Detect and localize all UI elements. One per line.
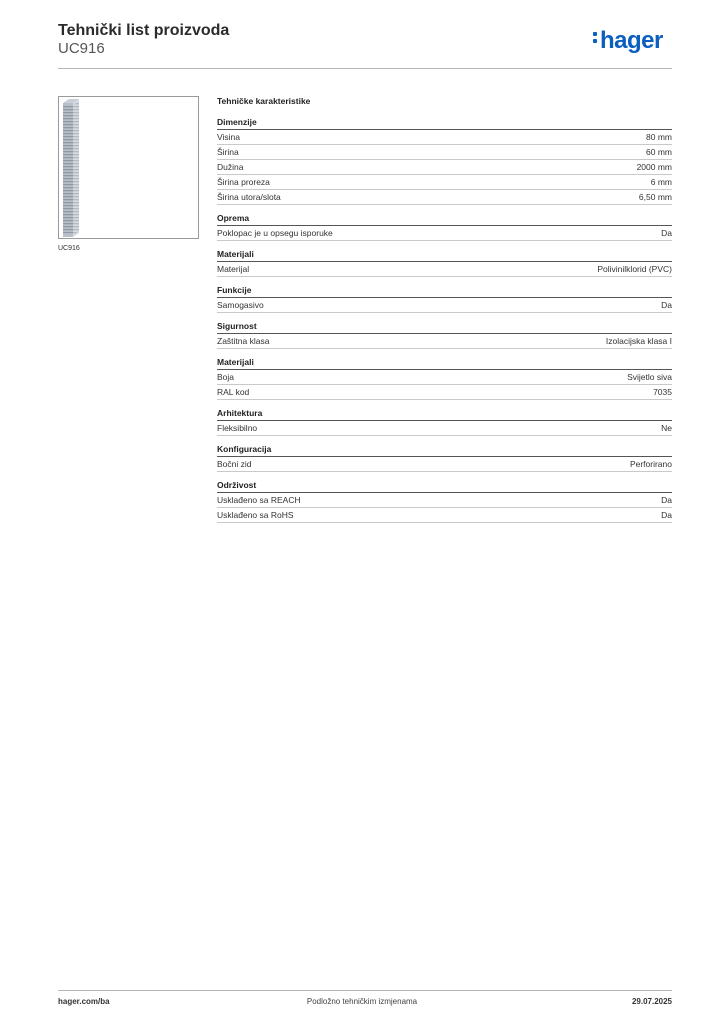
- spec-row: Fleksibilno Ne: [217, 421, 672, 436]
- spec-value: Perforirano: [629, 459, 672, 469]
- footer-date: 29.07.2025: [631, 997, 672, 1006]
- footer-divider: [58, 990, 672, 991]
- spec-value: Da: [661, 300, 672, 310]
- spec-row: Širina proreza 6 mm: [217, 175, 672, 190]
- spec-value: Da: [661, 495, 672, 505]
- spec-row: Zaštitna klasa Izolacijska klasa I: [217, 334, 672, 349]
- spec-label: Širina proreza: [217, 177, 270, 187]
- spec-group-title: Održivost: [217, 480, 672, 493]
- spec-group-title: Materijali: [217, 357, 672, 370]
- spec-value: Izolacijska klasa I: [605, 336, 672, 346]
- spec-label: Dužina: [217, 162, 244, 172]
- footer-website: hager.com/ba: [58, 997, 110, 1006]
- spec-value: Da: [661, 228, 672, 238]
- hager-logo: hager: [593, 27, 663, 55]
- spec-group-title: Materijali: [217, 249, 672, 262]
- spec-value: Ne: [661, 423, 672, 433]
- logo-colon-mark: [593, 29, 598, 46]
- spec-group-title: Oprema: [217, 213, 672, 226]
- specs-title: Tehničke karakteristike: [217, 96, 311, 106]
- image-caption: UC916: [58, 245, 80, 252]
- spec-row: Dužina 2000 mm: [217, 160, 672, 175]
- spec-value: 80 mm: [646, 132, 672, 142]
- logo-text: hager: [600, 27, 663, 54]
- cable-duct-picture: [63, 99, 79, 237]
- spec-row: Širina 60 mm: [217, 145, 672, 160]
- spec-label: Fleksibilno: [217, 423, 258, 433]
- spec-label: Visina: [217, 132, 240, 142]
- spec-value: 6 mm: [650, 177, 672, 187]
- spec-label: Samogasivo: [217, 300, 264, 310]
- spec-label: Širina utora/slota: [217, 192, 281, 202]
- spec-group-title: Arhitektura: [217, 408, 672, 421]
- spec-row: Boja Svijetlo siva: [217, 370, 672, 385]
- spec-label: Bočni zid: [217, 459, 252, 469]
- spec-group-title: Konfiguracija: [217, 444, 672, 457]
- spec-row: Materijal Polivinilklorid (PVC): [217, 262, 672, 277]
- spec-label: Zaštitna klasa: [217, 336, 270, 346]
- spec-row: Usklađeno sa REACH Da: [217, 493, 672, 508]
- spec-row: Bočni zid Perforirano: [217, 457, 672, 472]
- spec-row: Poklopac je u opsegu isporuke Da: [217, 226, 672, 241]
- spec-value: 60 mm: [646, 147, 672, 157]
- page-title: Tehnički list proizvoda: [58, 22, 230, 39]
- spec-value: 6,50 mm: [638, 192, 672, 202]
- spec-value: 7035: [653, 387, 672, 397]
- spec-label: Poklopac je u opsegu isporuke: [217, 228, 333, 238]
- spec-label: Materijal: [217, 264, 250, 274]
- spec-value: 2000 mm: [636, 162, 672, 172]
- spec-label: Boja: [217, 372, 235, 382]
- spec-group-title: Funkcije: [217, 285, 672, 298]
- spec-row: RAL kod 7035: [217, 385, 672, 400]
- spec-value: Svijetlo siva: [627, 372, 672, 382]
- spec-label: RAL kod: [217, 387, 250, 397]
- spec-value: Da: [661, 510, 672, 520]
- spec-group-title: Dimenzije: [217, 117, 672, 130]
- spec-row: Širina utora/slota 6,50 mm: [217, 190, 672, 205]
- spec-label: Usklađeno sa RoHS: [217, 510, 294, 520]
- spec-value: Polivinilklorid (PVC): [597, 264, 672, 274]
- spec-group-title: Sigurnost: [217, 321, 672, 334]
- spec-row: Samogasivo Da: [217, 298, 672, 313]
- product-image: [58, 96, 199, 239]
- product-code: UC916: [58, 40, 105, 57]
- header-divider: [58, 68, 672, 69]
- spec-label: Širina: [217, 147, 239, 157]
- footer-notice: Podložno tehničkim izmjenama: [306, 997, 418, 1006]
- spec-label: Usklađeno sa REACH: [217, 495, 301, 505]
- spec-row: Usklađeno sa RoHS Da: [217, 508, 672, 523]
- spec-row: Visina 80 mm: [217, 130, 672, 145]
